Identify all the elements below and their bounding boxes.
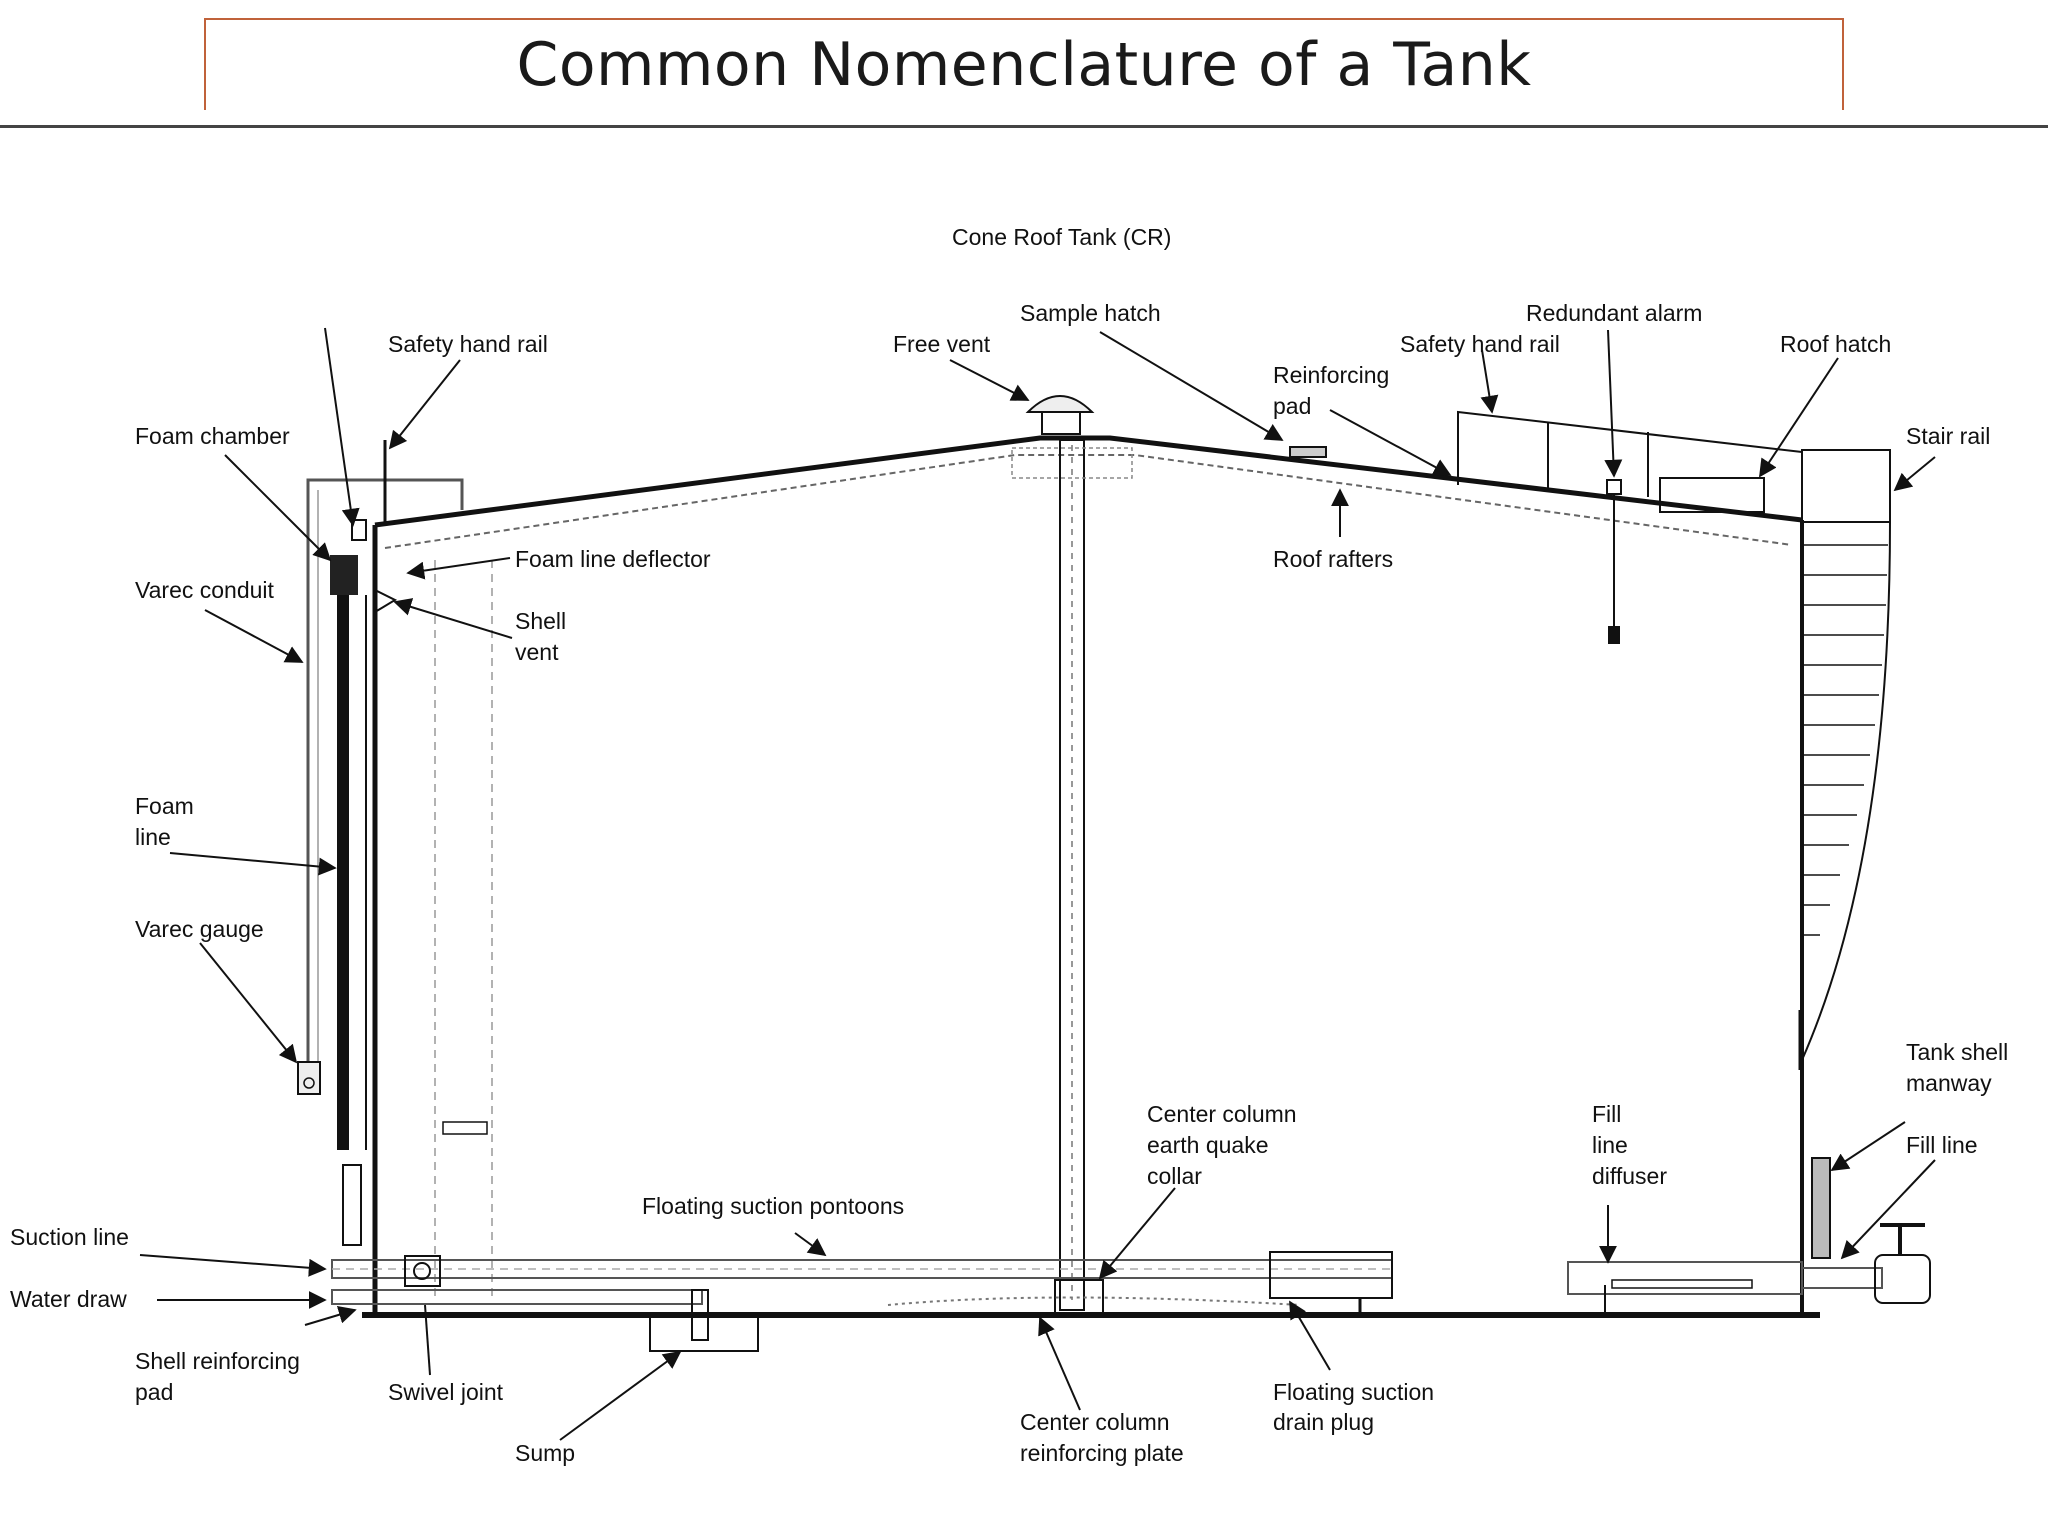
label-floating-suction-pontoons: Floating suction pontoons: [642, 1193, 904, 1219]
diagram-labels: Cone Roof Tank (CR) Safety hand rail Foa…: [10, 224, 2008, 1466]
redundant-alarm: [1606, 479, 1622, 495]
arrow-varec-conduit: [204, 609, 304, 663]
swivel-joint: [404, 1255, 441, 1287]
roof-reinforcing-pad: [1289, 446, 1327, 458]
arrow-foam-chamber: [224, 454, 332, 562]
label-fill-line-diffuser-3: diffuser: [1592, 1163, 1667, 1189]
arrow-fill-line: [1840, 1159, 1936, 1260]
tank-shell-manway: [1811, 1157, 1831, 1259]
arrow-suction-line: [139, 1254, 327, 1277]
arrow-safety-hand-rail-left: [388, 359, 461, 450]
label-varec-conduit: Varec conduit: [135, 577, 275, 603]
stair-rail: [1801, 521, 1891, 1061]
title-divider: [0, 125, 2048, 128]
arrow-swivel-joint: [424, 1304, 431, 1376]
label-reinforcing-pad-2: pad: [1273, 393, 1311, 419]
floating-suction-pontoon: [1269, 1251, 1393, 1299]
sump: [649, 1314, 759, 1352]
arrow-foam-line-deflector: [406, 557, 511, 580]
safety-hand-rail-right-frame: [1457, 410, 1803, 485]
water-draw-pipe: [331, 1289, 703, 1305]
shell-reinforcing-pad: [342, 1164, 362, 1246]
label-foam-chamber: Foam chamber: [135, 423, 290, 449]
free-vent: [1025, 395, 1095, 413]
label-fill-line-diffuser-1: Fill: [1592, 1101, 1621, 1127]
label-roof-hatch: Roof hatch: [1780, 331, 1891, 357]
arrow-shell-vent: [393, 598, 513, 639]
label-shell-vent-1: Shell: [515, 608, 566, 634]
fill-line-diffuser: [1567, 1261, 1803, 1295]
arrow-floating-suction-drain-plug: [1289, 1300, 1331, 1371]
fill-line-valve: [1874, 1254, 1931, 1304]
page-title: Common Nomenclature of a Tank: [516, 30, 1532, 100]
arrow-redundant-alarm: [1604, 329, 1623, 478]
label-floating-suction-drain-plug-2: drain plug: [1273, 1409, 1374, 1435]
center-column-reinforcing-plate: [1054, 1279, 1104, 1316]
label-reinforcing-pad-1: Reinforcing: [1273, 362, 1389, 388]
leader-arrows: [139, 327, 1936, 1441]
label-shell-vent-2: vent: [515, 639, 559, 665]
arrow-shell-reinforcing-pad: [304, 1306, 357, 1326]
label-swivel-joint: Swivel joint: [388, 1379, 504, 1405]
fill-line-pipe: [1801, 1267, 1883, 1289]
label-foam-line-1: Foam: [135, 793, 194, 819]
center-column: [1059, 439, 1085, 1311]
diagram-title: Cone Roof Tank (CR): [952, 224, 1171, 250]
arrow-varec-gauge: [199, 942, 298, 1064]
label-stair-rail: Stair rail: [1906, 423, 1990, 449]
label-tank-shell-manway-1: Tank shell: [1906, 1039, 2008, 1065]
label-center-column-collar-2: earth quake: [1147, 1132, 1268, 1158]
label-center-column-plate-1: Center column: [1020, 1409, 1170, 1435]
tank-structure: [297, 395, 1931, 1352]
arrow-foam-line: [169, 852, 337, 876]
arrow-safety-hand-rail-right: [1480, 349, 1499, 414]
label-free-vent: Free vent: [893, 331, 991, 357]
arrow-stair-rail: [1893, 456, 1936, 492]
label-roof-rafters: Roof rafters: [1273, 546, 1393, 572]
arrow-reinforcing-pad: [1329, 409, 1452, 476]
label-foam-line-2: line: [135, 824, 171, 850]
label-center-column-collar-1: Center column: [1147, 1101, 1297, 1127]
arrow-tank-shell-manway: [1830, 1121, 1906, 1171]
arrow-top-left: [324, 327, 360, 527]
label-fill-line-diffuser-2: line: [1592, 1132, 1628, 1158]
arrow-free-vent: [949, 359, 1030, 401]
label-shell-reinforcing-pad-1: Shell reinforcing: [135, 1348, 300, 1374]
label-center-column-collar-3: collar: [1147, 1163, 1202, 1189]
label-center-column-plate-2: reinforcing plate: [1020, 1440, 1184, 1466]
label-sump: Sump: [515, 1440, 575, 1466]
arrow-sump: [559, 1350, 682, 1441]
arrow-floating-suction-pontoons: [794, 1232, 827, 1257]
free-vent-base: [1041, 411, 1081, 435]
label-safety-hand-rail-left: Safety hand rail: [388, 331, 548, 357]
label-fill-line: Fill line: [1906, 1132, 1978, 1158]
label-suction-line: Suction line: [10, 1224, 129, 1250]
label-foam-line-deflector: Foam line deflector: [515, 546, 711, 572]
stair-treads: [1802, 544, 1888, 936]
roof-rafters: [384, 454, 1793, 549]
shell-vent: [374, 589, 398, 613]
title-box: Common Nomenclature of a Tank: [204, 18, 1844, 110]
label-tank-shell-manway-2: manway: [1906, 1070, 1992, 1096]
label-floating-suction-drain-plug-1: Floating suction: [1273, 1379, 1434, 1405]
arrow-center-column-collar: [1098, 1187, 1176, 1280]
arrow-center-column-plate: [1038, 1316, 1081, 1411]
label-redundant-alarm: Redundant alarm: [1526, 300, 1702, 326]
label-sample-hatch: Sample hatch: [1020, 300, 1161, 326]
cone-roof: [374, 435, 1803, 528]
stair-box: [1801, 449, 1891, 523]
foam-line: [337, 595, 349, 1150]
roof-hatch: [1659, 477, 1765, 513]
label-shell-reinforcing-pad-2: pad: [135, 1379, 173, 1405]
foam-chamber: [330, 555, 358, 595]
arrow-roof-hatch: [1759, 357, 1839, 478]
arrow-sample-hatch: [1099, 331, 1284, 441]
label-safety-hand-rail-right: Safety hand rail: [1400, 331, 1560, 357]
label-varec-gauge: Varec gauge: [135, 916, 264, 942]
column-top-plate: [1011, 447, 1133, 479]
label-water-draw: Water draw: [10, 1286, 127, 1312]
